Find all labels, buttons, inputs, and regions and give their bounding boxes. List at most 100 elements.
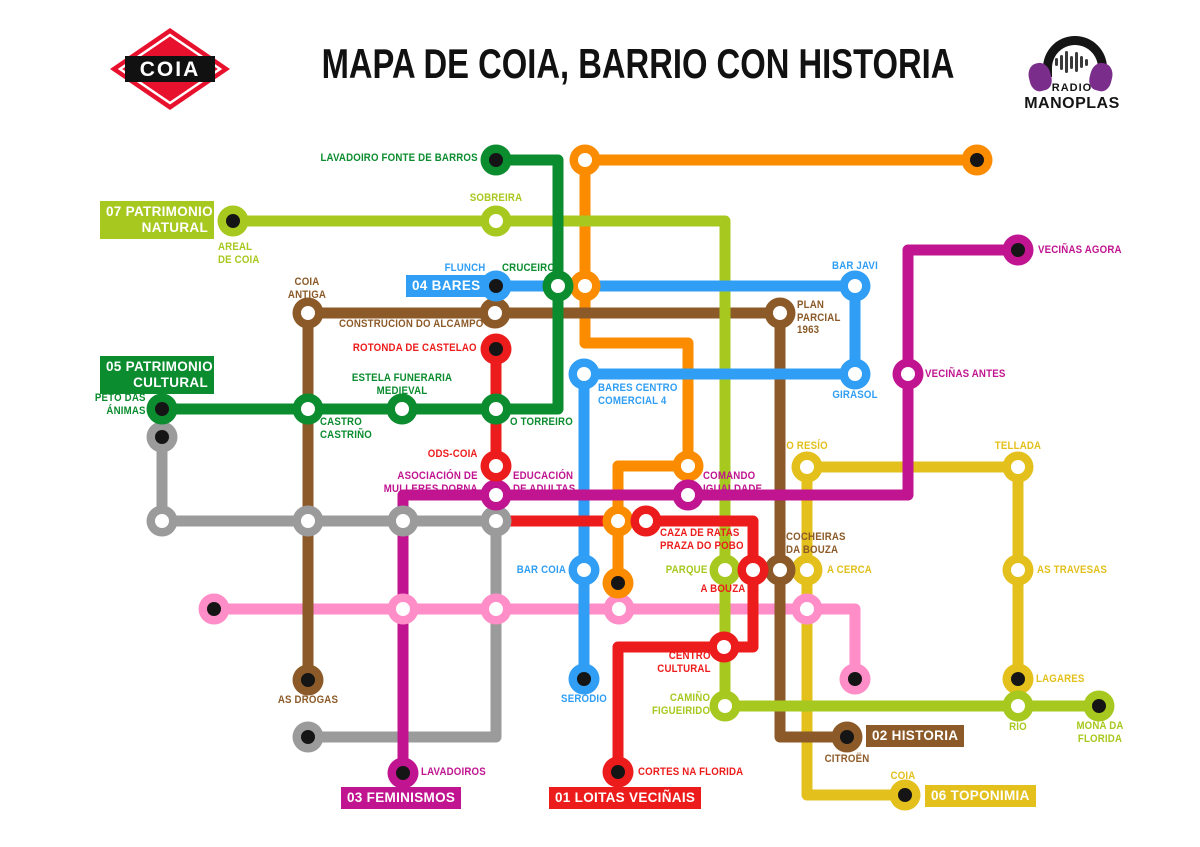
station-areal-de-coia xyxy=(217,205,249,237)
station-label-a-bouza: A BOUZA xyxy=(700,583,746,595)
station-label-lagares: LAGARES xyxy=(1036,673,1085,685)
station-label-veci-as-agora: VECIÑAS AGORA xyxy=(1038,244,1122,256)
station-label-bar-javi: BAR JAVI xyxy=(832,260,878,272)
line-badge-02-historia: 02 HISTORIA xyxy=(866,725,965,747)
station-centro-cultural xyxy=(708,631,740,663)
station-caza-de-ratas-praza-do-pobo xyxy=(630,505,662,537)
metro-line-pink-line xyxy=(214,603,861,679)
coia-logo-text: COIA xyxy=(140,58,201,81)
radio-logo-line2: MANOPLAS xyxy=(1024,95,1120,112)
station-construci-n-do-alcampo xyxy=(479,297,511,329)
station-label-o-res-o: O RESÍO xyxy=(786,440,828,452)
station-gray-line-stop xyxy=(292,505,324,537)
station-label-rotonda-de-castelao: ROTONDA DE CASTELAO xyxy=(353,342,477,354)
station-mona-da-florida xyxy=(1083,690,1115,722)
station-label-parque: PARQUE xyxy=(665,564,707,576)
station-gray-line-stop xyxy=(387,505,419,537)
line-badge-04-bares: 04 BARES xyxy=(406,275,487,297)
station-pink-line-stop xyxy=(791,593,823,625)
metro-line-07-patrimonio-natural xyxy=(233,215,1099,712)
station-bar-javi xyxy=(839,270,871,302)
station-gray-line-stop xyxy=(292,721,324,753)
station-orange-line-stop xyxy=(602,567,634,599)
station-a-bouza xyxy=(737,554,769,586)
station-label-serodio: SERODIO xyxy=(561,693,607,705)
station-cocheiras-da-bouza xyxy=(764,554,796,586)
station-label-a-cerca: A CERCA xyxy=(827,564,872,576)
station-orange-line-stop xyxy=(961,144,993,176)
station-citro-n xyxy=(831,721,863,753)
coia-logo: COIA xyxy=(110,28,230,110)
station-pink-line-stop xyxy=(839,663,871,695)
station-orange-line-stop xyxy=(602,505,634,537)
station-castro-castri-o xyxy=(292,393,324,425)
station-pink-line-stop xyxy=(387,593,419,625)
station-label-tellada: TELLADA xyxy=(994,440,1042,452)
line-badge-06-toponimia: 06 TOPONIMIA xyxy=(925,785,1036,807)
station-o-torreiro xyxy=(480,393,512,425)
station-veci-as-agora xyxy=(1002,234,1034,266)
station-plan-parcial-1963 xyxy=(764,297,796,329)
station-cami-o-figueirido xyxy=(709,690,741,722)
station-pink-line-stop xyxy=(480,593,512,625)
station-as-drogas xyxy=(292,664,324,696)
station-label-ods-coia: ODS-COIA xyxy=(428,448,478,460)
station-sobreira xyxy=(480,205,512,237)
station-gray-line-stop xyxy=(480,505,512,537)
station-label-sobreira: SOBREIRA xyxy=(469,192,523,204)
station-r-o xyxy=(1002,690,1034,722)
station-label-cortes-na-florida: CORTES NA FLORIDA xyxy=(638,766,744,778)
station-label-as-travesas: AS TRAVESAS xyxy=(1037,564,1108,576)
station-bares-centro-comercial-4 xyxy=(568,358,600,390)
station-o-res-o xyxy=(791,451,823,483)
station-estela-funeraria-medieval xyxy=(386,393,418,425)
station-as-travesas xyxy=(1002,554,1034,586)
station-orange-line-stop xyxy=(569,144,601,176)
station-asociaci-n-de-mulleres-dorna-educaci-n-de-adultas xyxy=(480,479,512,511)
station-orange-line-stop xyxy=(672,450,704,482)
station-cortes-na-florida xyxy=(602,756,634,788)
station-lavadoiros xyxy=(387,757,419,789)
station-label-citro-n: CITROËN xyxy=(824,753,870,765)
station-label-bar-coia: BAR COIA xyxy=(516,564,566,576)
station-veci-as-antes xyxy=(892,358,924,390)
station-bar-coia xyxy=(568,554,600,586)
station-label-cruceiro: CRUCEIRO xyxy=(502,262,556,274)
station-label-flunch: FLUNCH xyxy=(444,262,485,274)
station-coia-antiga xyxy=(292,297,324,329)
station-pink-line-stop xyxy=(603,593,635,625)
station-pink-line-stop xyxy=(198,593,230,625)
station-coia xyxy=(889,779,921,811)
station-rotonda-de-castelao xyxy=(480,333,512,365)
station-label-girasol: GIRASOL xyxy=(832,389,878,401)
station-label-lavadoiro-fonte-de-barros: LAVADOIRO FONTE DE BARROS xyxy=(320,152,478,164)
radio-logo-line1: RADIO xyxy=(1051,82,1093,94)
station-label-veci-as-antes: VECIÑAS ANTES xyxy=(925,368,1006,380)
station-a-cerca xyxy=(791,554,823,586)
soundwave-icon xyxy=(1052,50,1090,74)
station-label-o-torreiro: O TORREIRO xyxy=(510,416,573,428)
station-serodio xyxy=(568,663,600,695)
station-flunch xyxy=(480,270,512,302)
station-peto-das-nimas xyxy=(146,393,178,425)
station-gray-line-stop xyxy=(146,421,178,453)
station-label-coia: COIA xyxy=(890,770,916,782)
